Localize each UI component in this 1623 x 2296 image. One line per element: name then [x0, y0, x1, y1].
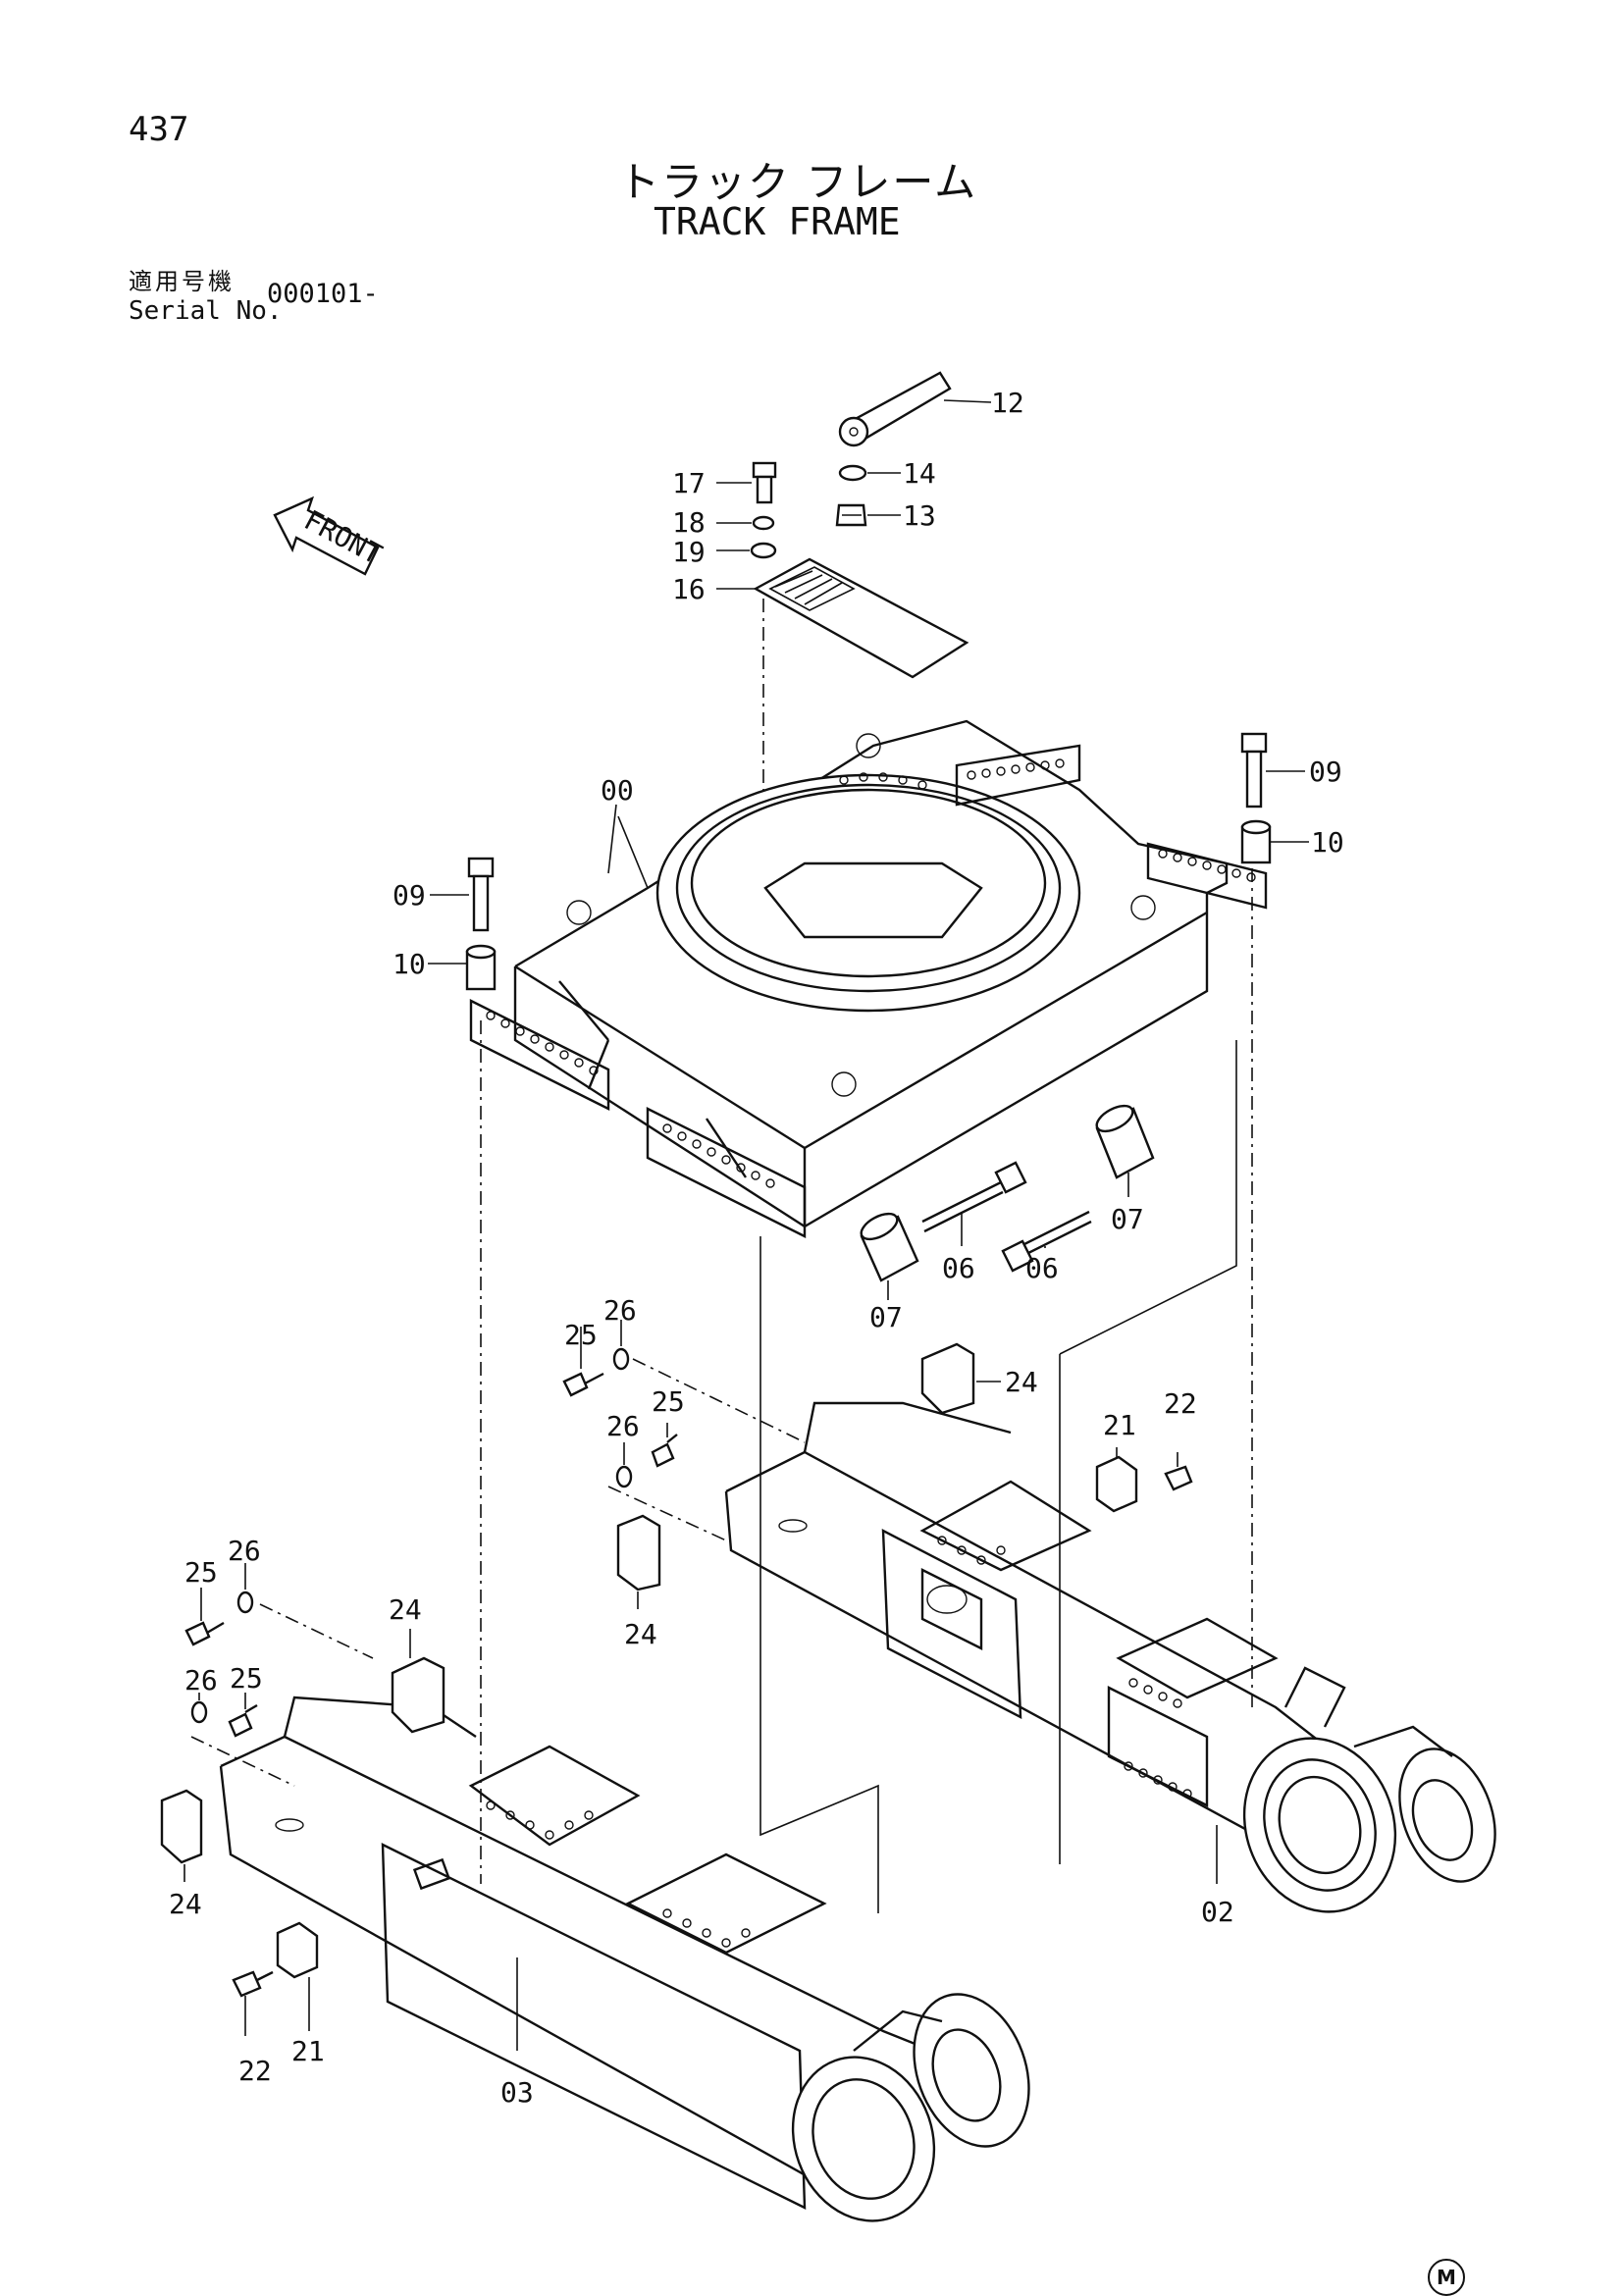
- callout-26-a: 26: [603, 1294, 637, 1327]
- bolt-part-22-left: [232, 1970, 274, 2036]
- callout-19: 19: [672, 536, 706, 568]
- bolt-part-22-right: [1164, 1452, 1193, 1491]
- page-number: 437: [129, 110, 189, 149]
- callout-24-d: 24: [169, 1888, 202, 1920]
- cover-part-21-right: [1095, 1447, 1138, 1513]
- callout-25-b: 25: [652, 1385, 685, 1418]
- washer-part-26-b: [615, 1465, 633, 1488]
- washer-part-26-c: [236, 1591, 254, 1614]
- callout-17: 17: [672, 467, 706, 499]
- callout-10-left: 10: [393, 948, 426, 980]
- lock-washer-part-18: [752, 515, 775, 531]
- bolt-part-09-right: [1240, 732, 1305, 809]
- callout-02: 02: [1201, 1896, 1234, 1928]
- bolt-part-25-b: [651, 1423, 678, 1468]
- callout-21-b: 21: [291, 2035, 325, 2067]
- side-frame-part-02: [724, 1401, 1496, 1913]
- pin-part-07-left: [860, 1212, 919, 1300]
- callout-24-b: 24: [624, 1618, 657, 1650]
- cover-part-21-left: [276, 1921, 319, 2031]
- callout-06-right: 06: [1025, 1252, 1059, 1284]
- side-frame-part-03: [219, 1696, 1030, 2222]
- front-direction-arrow: FRONT: [273, 496, 388, 576]
- callout-21-a: 21: [1103, 1409, 1136, 1441]
- callout-07-right: 07: [1111, 1203, 1144, 1235]
- bolt-part-06-left: [921, 1161, 1027, 1246]
- callout-16: 16: [672, 573, 706, 605]
- serial-number-value: 000101-: [267, 279, 379, 309]
- callout-06-left: 06: [942, 1252, 975, 1284]
- bolt-part-06-right: [1001, 1210, 1092, 1273]
- callout-22-a: 22: [1164, 1387, 1197, 1420]
- callout-07-left: 07: [869, 1301, 903, 1333]
- page-title-english: TRACK FRAME: [654, 200, 901, 243]
- serial-label-japanese: 適用号機: [129, 268, 235, 295]
- washer-part-14: [838, 464, 867, 482]
- callout-13: 13: [903, 499, 936, 532]
- bolt-part-25-a: [562, 1372, 604, 1397]
- bracket-part-24-left-upper: [391, 1629, 445, 1734]
- sleeve-part-10-left: [428, 944, 497, 991]
- washer-part-26-a: [612, 1347, 630, 1371]
- cover-plate-part-16: [716, 557, 969, 679]
- callout-24-c: 24: [389, 1593, 422, 1626]
- callout-26-d: 26: [184, 1664, 218, 1696]
- callout-24-a: 24: [1005, 1366, 1038, 1398]
- callout-22-b: 22: [238, 2055, 272, 2087]
- bolt-part-17: [716, 461, 777, 504]
- bracket-part-24-upper-right: [920, 1342, 1001, 1415]
- bracket-part-24-mid: [616, 1514, 661, 1609]
- pin-part-07-right: [1095, 1104, 1155, 1197]
- callout-12: 12: [991, 387, 1024, 419]
- nut-part-13: [835, 503, 901, 527]
- callout-26-c: 26: [228, 1535, 261, 1567]
- serial-label-english: Serial No.: [129, 296, 283, 326]
- callout-25-c: 25: [184, 1556, 218, 1589]
- model-marker-circle: M: [1428, 2259, 1465, 2296]
- callout-25-a: 25: [564, 1319, 598, 1351]
- callout-09-left: 09: [393, 879, 426, 912]
- upper-frame-part-00: [469, 719, 1268, 1238]
- page-title-japanese: トラック フレーム: [618, 158, 978, 206]
- callout-09-right: 09: [1309, 756, 1342, 788]
- washer-part-26-d: [190, 1700, 208, 1724]
- callout-14: 14: [903, 457, 936, 490]
- bracket-part-24-left-lower: [160, 1789, 203, 1882]
- callout-03: 03: [500, 2076, 534, 2109]
- callout-18: 18: [672, 506, 706, 539]
- bolt-part-25-c: [184, 1588, 225, 1646]
- bolt-part-09-left: [430, 857, 495, 932]
- callout-10-right: 10: [1311, 826, 1344, 859]
- callout-00: 00: [601, 774, 634, 807]
- sleeve-part-10-right: [1240, 819, 1309, 864]
- washer-part-19: [750, 542, 777, 559]
- wrench-part-12: [838, 371, 992, 447]
- callout-25-d: 25: [230, 1662, 263, 1695]
- bolt-part-25-d: [228, 1693, 258, 1738]
- callout-26-b: 26: [606, 1410, 640, 1442]
